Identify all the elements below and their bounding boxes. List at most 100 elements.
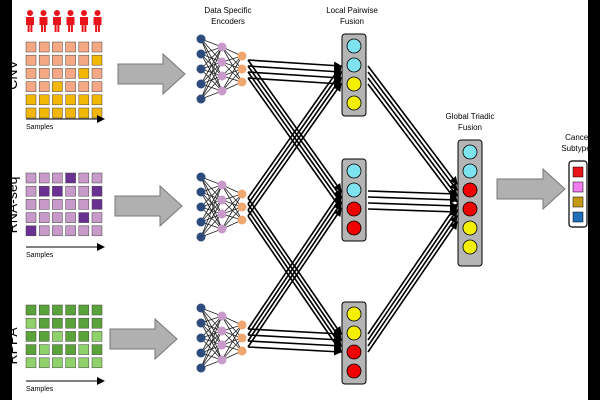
person-body	[39, 17, 48, 32]
matrix-cell	[78, 331, 90, 342]
pairwise-to-triadic-line	[367, 203, 458, 335]
matrix-cell	[91, 107, 103, 119]
fusion-node	[346, 306, 362, 322]
encoder-hidden-node	[217, 326, 227, 336]
encoder-edge	[200, 315, 223, 369]
encoder-output-node	[237, 51, 247, 61]
person-head	[40, 10, 47, 16]
diagram-svg: CNV RNA-seq RPPA Samples Samples Samples…	[4, 6, 595, 393]
encoder-output-node	[237, 320, 247, 330]
matrix-cell	[65, 331, 76, 342]
subtype-swatch	[572, 211, 584, 223]
matrix-cell	[52, 304, 63, 316]
matrix-cell	[52, 199, 63, 210]
matrix-cell	[38, 331, 50, 342]
encoder-hidden-node	[217, 57, 227, 67]
encoder-input-node	[196, 79, 206, 89]
header-triadic-line2: Fusion	[458, 123, 482, 132]
encoder-to-pairwise-line	[247, 202, 342, 342]
fusion-node	[462, 201, 478, 217]
matrix-cell	[78, 304, 90, 316]
encoder-input-node	[196, 217, 206, 227]
fusion-node	[462, 144, 478, 160]
matrix-cell	[65, 199, 76, 210]
matrix-cell	[65, 41, 76, 53]
encoder-to-pairwise-line	[247, 346, 342, 356]
subtype-swatch	[572, 196, 584, 208]
matrix-cell	[38, 54, 50, 66]
encoder-edge	[200, 75, 223, 100]
matrix-cell	[65, 94, 76, 106]
encoder-hidden-node	[217, 71, 227, 81]
matrix-cell	[91, 331, 103, 342]
encoder-to-pairwise-line	[247, 77, 342, 88]
encoder-input-node	[196, 202, 206, 212]
encoder-edge	[221, 68, 243, 92]
encoder-input-node	[196, 49, 206, 59]
encoder-networks	[196, 34, 247, 373]
encoder-hidden-node	[217, 195, 227, 205]
encoder-edge	[200, 315, 223, 339]
matrix-cell	[91, 225, 103, 237]
encoder-edge	[200, 344, 223, 369]
matrix-cell	[38, 107, 50, 119]
person-body	[80, 17, 88, 32]
matrix-cell	[65, 172, 76, 184]
encoder-input-node	[196, 303, 206, 313]
matrix-cell	[25, 225, 37, 237]
fusion-node	[346, 201, 362, 217]
encoder-edge	[221, 324, 243, 361]
samples-label-rnaseq: Samples	[26, 252, 54, 259]
encoder-input-node	[196, 94, 206, 104]
subtype-swatch	[572, 166, 584, 178]
person-icon	[39, 10, 48, 32]
matrix-cell	[91, 172, 103, 184]
triadic-fusion-bar	[457, 139, 483, 267]
header-encoders-line1: Data Specific	[204, 6, 251, 15]
encoder-to-pairwise-line	[247, 71, 342, 82]
person-body	[66, 17, 75, 32]
matrix-cell	[65, 81, 76, 92]
pairwise-to-triadic-line	[367, 77, 458, 197]
matrix-cell	[38, 68, 50, 79]
encoder-output-node	[237, 333, 247, 343]
encoder-edge	[221, 206, 243, 230]
matrix-cell	[38, 304, 50, 316]
header-subtypes-line1: Cancer	[565, 133, 588, 142]
encoder-hidden-node	[217, 180, 227, 190]
fusion-bar-frame	[341, 301, 367, 385]
encoder-edge	[221, 330, 243, 352]
matrix-cell	[91, 94, 103, 106]
omics-label-rnaseq: RNA-seq	[12, 177, 20, 234]
encoder-hidden-node	[217, 355, 227, 365]
matrix-cell	[38, 81, 50, 92]
input-arrows	[109, 52, 566, 361]
encoder-to-pairwise-line	[247, 65, 342, 199]
matrix-cell	[52, 172, 63, 184]
encoder-to-pairwise-line	[247, 196, 342, 336]
pairwise-to-triadic-line	[367, 83, 458, 203]
matrix-cell	[38, 212, 50, 223]
encoder-to-pairwise-line	[247, 190, 342, 330]
matrix-cell	[91, 357, 103, 369]
omics-label-cnv: CNV	[12, 60, 20, 90]
matrix-cell	[91, 317, 103, 329]
encoder-edge	[200, 46, 223, 70]
encoder-input-node	[196, 348, 206, 358]
matrix-cell	[91, 185, 103, 197]
fusion-connections	[247, 59, 458, 356]
encoder-to-pairwise-line	[247, 77, 342, 211]
fusion-node	[346, 57, 362, 73]
matrix-cell	[65, 185, 76, 197]
encoder-network	[196, 34, 247, 104]
encoder-input-node	[196, 232, 206, 242]
pairwise-to-triadic-line	[367, 221, 458, 353]
arrow-to-subtypes	[496, 167, 566, 211]
encoder-edge	[221, 315, 243, 339]
encoder-edge	[221, 55, 243, 77]
encoder-hidden-node	[217, 209, 227, 219]
matrix-cell	[78, 317, 90, 329]
matrix-cell	[65, 107, 76, 119]
pairwise-to-triadic-line	[367, 215, 458, 347]
